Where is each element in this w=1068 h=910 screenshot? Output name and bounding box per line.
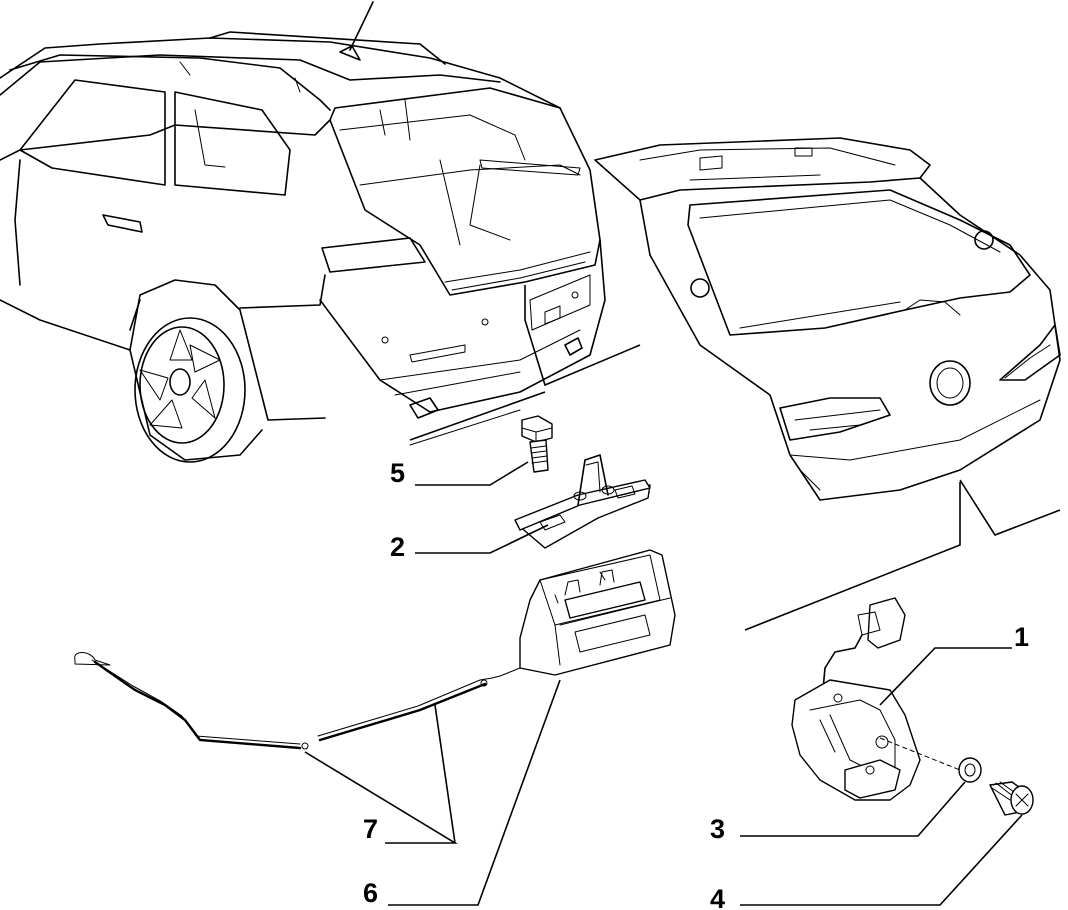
part-4-screw: [989, 781, 1034, 816]
leader-4: [740, 814, 1023, 906]
part-6-handle-housing: [519, 549, 676, 676]
leader-2: [415, 524, 549, 554]
callout-7: 7: [363, 814, 378, 844]
callout-2: 2: [390, 532, 405, 562]
leader-5: [415, 461, 529, 486]
leader-3: [740, 781, 966, 837]
part-7-cable: [74, 652, 521, 750]
callout-6: 6: [363, 878, 378, 908]
part-5-bolt: [521, 415, 553, 473]
part-1-lock: [791, 597, 961, 801]
leader-lines: [304, 461, 1023, 906]
callout-5: 5: [390, 458, 405, 488]
tailgate: [594, 137, 1061, 631]
leader-7: [304, 704, 458, 844]
vehicle-rear-view: [0, 1, 641, 463]
part-3-washer: [958, 757, 982, 783]
callout-1: 1: [1014, 622, 1029, 652]
callout-4: 4: [710, 884, 725, 910]
leader-1: [879, 647, 1012, 706]
callout-3: 3: [710, 814, 725, 844]
callout-labels: 1 2 3 4 5 6 7: [363, 458, 1029, 910]
part-2-striker: [514, 454, 651, 549]
leader-6: [388, 679, 561, 906]
